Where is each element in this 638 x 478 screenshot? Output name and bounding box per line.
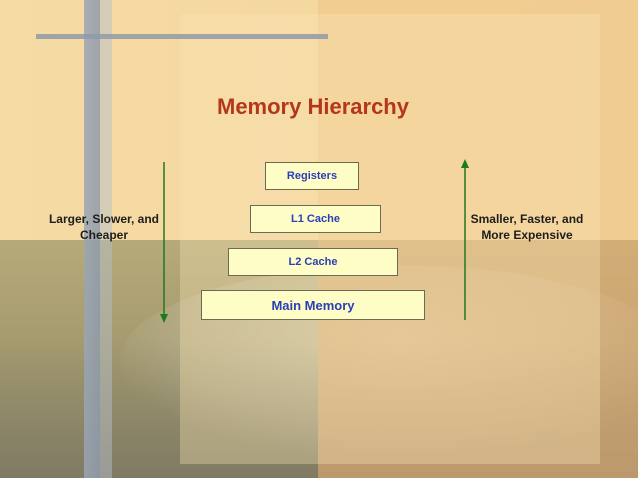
level-main-memory: Main Memory xyxy=(201,290,425,320)
slide-title: Memory Hierarchy xyxy=(0,94,638,120)
left-annotation-line1: Larger, Slower, and xyxy=(48,212,160,226)
level-l2-cache: L2 Cache xyxy=(228,248,398,276)
decorative-vertical-bar xyxy=(84,0,100,478)
up-arrow-icon xyxy=(461,159,469,320)
background-right-panel xyxy=(318,0,638,478)
up-arrow-head xyxy=(461,159,469,168)
decorative-vertical-bar-light xyxy=(100,0,112,478)
level-l1-cache: L1 Cache xyxy=(250,205,381,233)
left-annotation: Larger, Slower, and Cheaper xyxy=(30,211,178,243)
left-annotation-line2: Cheaper xyxy=(79,228,129,242)
down-arrow-head xyxy=(160,314,168,323)
slide-title-text: Memory Hierarchy xyxy=(217,94,409,119)
decorative-horizontal-bar xyxy=(36,34,328,39)
right-annotation-line1: Smaller, Faster, and xyxy=(470,212,584,226)
background-right-lower-panel xyxy=(318,240,638,478)
level-label: L2 Cache xyxy=(288,256,338,268)
background-center-panel xyxy=(180,14,600,464)
level-label: L1 Cache xyxy=(291,213,340,225)
level-registers: Registers xyxy=(265,162,359,190)
level-label: Registers xyxy=(286,170,338,182)
level-label: Main Memory xyxy=(271,297,355,313)
down-arrow-icon xyxy=(160,162,168,323)
right-annotation-line2: More Expensive xyxy=(481,228,573,242)
right-annotation: Smaller, Faster, and More Expensive xyxy=(452,211,602,243)
